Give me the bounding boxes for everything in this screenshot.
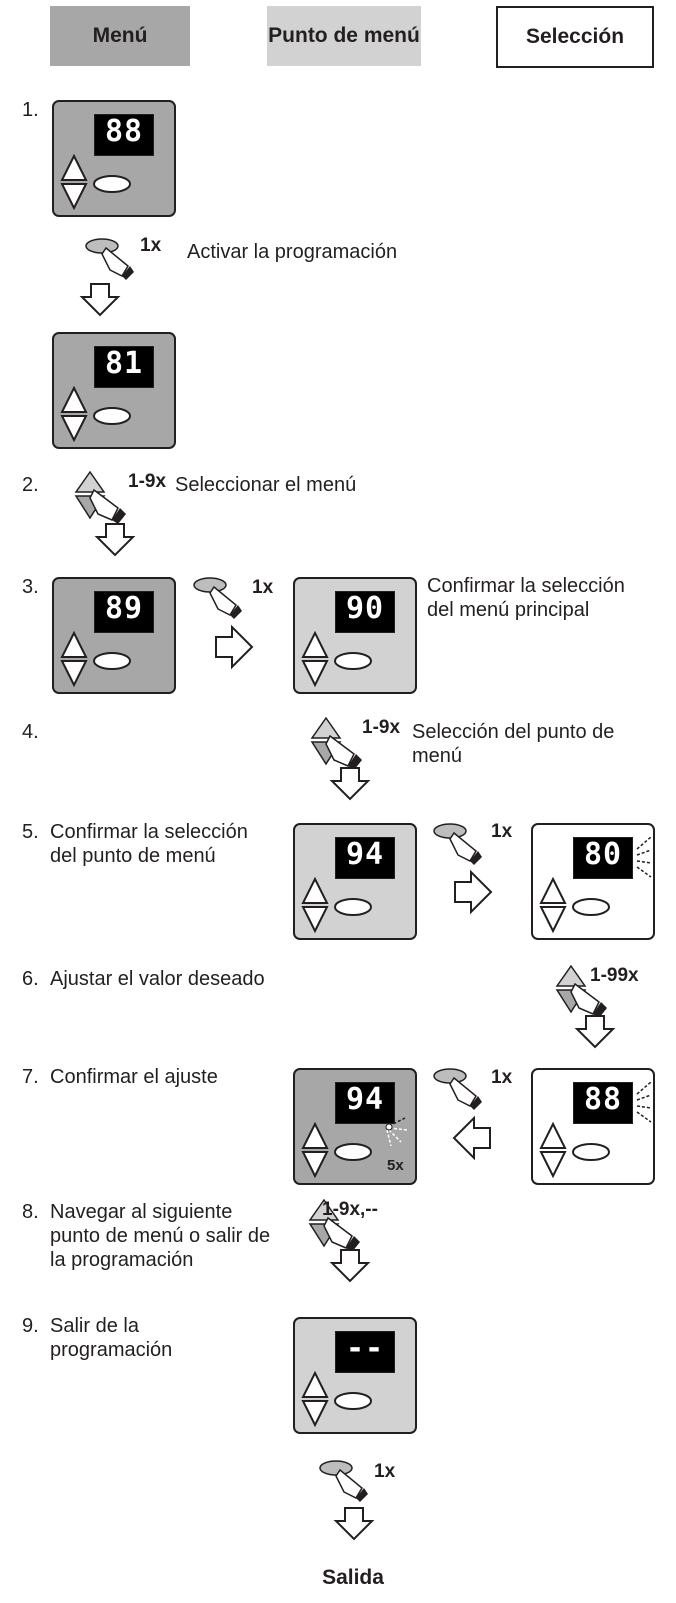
- segment-display: 80: [573, 837, 633, 879]
- set-button-icon: [93, 175, 131, 193]
- press-button-hand-icon: [85, 238, 134, 280]
- step-5-instruction: Confirmar la selección del punto de menú: [50, 821, 248, 867]
- segment-display: --: [335, 1331, 395, 1373]
- up-down-arrows-hand-icon: [310, 716, 362, 770]
- set-button-icon: [334, 898, 372, 916]
- exit-label: Salida: [322, 1566, 384, 1589]
- press-count: 1x: [491, 821, 513, 842]
- press-button-hand-icon: [433, 1068, 482, 1110]
- step-4-instruction: Selección del punto de menú: [412, 721, 615, 767]
- up-down-arrows-icon: [539, 876, 567, 934]
- step-8-instruction: Navegar al siguiente punto de menú o sal…: [50, 1201, 271, 1271]
- left-arrow-icon: [452, 1115, 491, 1161]
- header-selection: Selección: [496, 6, 654, 68]
- device-panel: 88: [531, 1068, 655, 1185]
- segment-display: 94: [335, 837, 395, 879]
- step-6-instruction: Ajustar el valor deseado: [50, 968, 265, 990]
- up-down-arrows-hand-icon: [555, 964, 607, 1018]
- step-1-instruction: Activar la programación: [187, 241, 398, 263]
- press-button-hand-icon: [193, 577, 242, 619]
- step-9-number: 9.: [22, 1315, 39, 1337]
- up-down-arrows-icon: [60, 385, 88, 443]
- segment-display: 88: [573, 1082, 633, 1124]
- step-3-instruction: Confirmar la selección del menú principa…: [427, 575, 625, 621]
- set-button-icon: [93, 407, 131, 425]
- set-button-icon: [334, 1392, 372, 1410]
- press-count: 1x: [140, 235, 162, 256]
- step-5-number: 5.: [22, 821, 39, 843]
- press-button-hand-icon: [319, 1460, 368, 1502]
- step-7-instruction: Confirmar el ajuste: [50, 1066, 218, 1088]
- step-8-number: 8.: [22, 1201, 39, 1223]
- up-down-arrows-icon: [301, 876, 329, 934]
- up-down-arrows-hand-icon: [308, 1198, 360, 1252]
- set-button-icon: [572, 1143, 610, 1161]
- device-panel: 94 5x: [293, 1068, 417, 1185]
- header-menu-point: Punto de menú: [267, 6, 421, 66]
- step-4-number: 4.: [22, 721, 39, 743]
- device-panel: --: [293, 1317, 417, 1434]
- step-1-number: 1.: [22, 99, 39, 121]
- up-down-arrows-icon: [301, 630, 329, 688]
- device-panel: 94: [293, 823, 417, 940]
- step-2-number: 2.: [22, 474, 39, 496]
- press-count: 1-99x: [590, 965, 639, 986]
- up-down-arrows-icon: [60, 630, 88, 688]
- set-button-icon: [334, 652, 372, 670]
- step-3-number: 3.: [22, 576, 39, 598]
- device-panel: 89: [52, 577, 176, 694]
- segment-display: 81: [94, 346, 154, 388]
- up-down-arrows-icon: [539, 1121, 567, 1179]
- press-count: 1-9x,--: [322, 1199, 378, 1220]
- set-button-icon: [334, 1143, 372, 1161]
- right-arrow-icon: [454, 869, 493, 915]
- up-down-arrows-hand-icon: [74, 470, 126, 524]
- press-count: 1x: [374, 1461, 396, 1482]
- segment-display: 89: [94, 591, 154, 633]
- down-arrow-icon: [333, 1507, 375, 1541]
- down-arrow-icon: [329, 767, 371, 801]
- blink-rays-icon: [636, 1081, 652, 1123]
- press-count: 1-9x: [362, 717, 401, 738]
- up-down-arrows-icon: [301, 1370, 329, 1428]
- press-count: 1x: [252, 577, 274, 598]
- segment-display: 88: [94, 114, 154, 156]
- down-arrow-icon: [79, 283, 121, 317]
- segment-display: 90: [335, 591, 395, 633]
- device-panel: 80: [531, 823, 655, 940]
- set-button-icon: [93, 652, 131, 670]
- press-button-hand-icon: [433, 823, 482, 865]
- step-2-instruction: Seleccionar el menú: [175, 474, 357, 496]
- up-down-arrows-icon: [60, 153, 88, 211]
- step-7-number: 7.: [22, 1066, 39, 1088]
- down-arrow-icon: [329, 1249, 371, 1283]
- blink-rays-icon: [636, 836, 652, 878]
- device-panel: 81: [52, 332, 176, 449]
- press-count: 1x: [491, 1067, 513, 1088]
- blink-rays-icon: [385, 1117, 408, 1147]
- device-panel: 90: [293, 577, 417, 694]
- step-9-instruction: Salir de la programación: [50, 1315, 173, 1361]
- set-button-icon: [572, 898, 610, 916]
- segment-display: 94: [335, 1082, 395, 1124]
- header-menu: Menú: [50, 6, 190, 66]
- up-down-arrows-icon: [301, 1121, 329, 1179]
- down-arrow-icon: [94, 523, 136, 557]
- down-arrow-icon: [574, 1015, 616, 1049]
- blink-count: 5x: [387, 1157, 404, 1174]
- step-6-number: 6.: [22, 968, 39, 990]
- device-panel: 88: [52, 100, 176, 217]
- right-arrow-icon: [215, 624, 254, 670]
- press-count: 1-9x: [128, 471, 167, 492]
